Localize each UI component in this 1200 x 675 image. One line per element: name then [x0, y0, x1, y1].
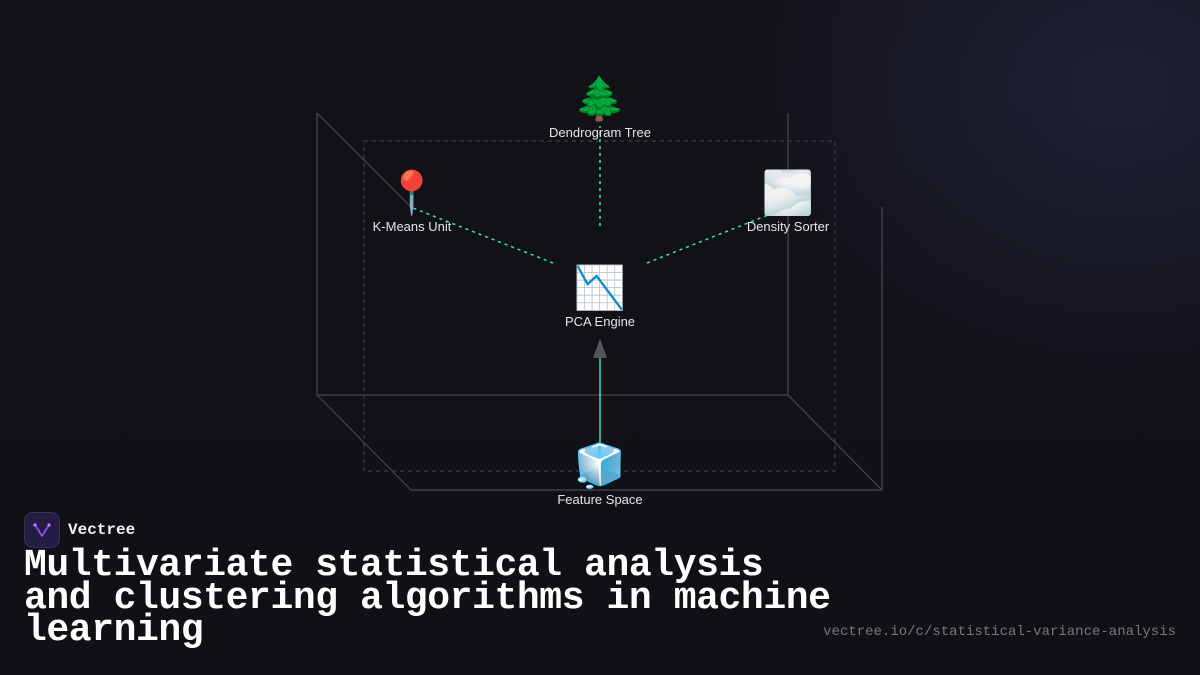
box-edge	[316, 394, 412, 491]
chart-decreasing-icon: 📉	[573, 264, 627, 311]
node-pca-engine[interactable]: 📉 PCA Engine	[510, 264, 690, 329]
vectree-logo-icon	[24, 512, 60, 548]
node-label: Dendrogram Tree	[549, 125, 651, 140]
arrowhead	[593, 339, 607, 358]
edge-pca-to-density	[646, 214, 769, 264]
ice-cube-icon: 🧊	[573, 442, 627, 489]
node-label: PCA Engine	[564, 314, 636, 329]
round-pushpin-icon: 📍	[385, 169, 439, 216]
node-dendrogram-tree[interactable]: 🌲 Dendrogram Tree	[510, 75, 690, 140]
wireframe-box	[316, 112, 883, 491]
page-title: Multivariate statistical analysis and cl…	[24, 544, 831, 652]
node-label: Density Sorter	[746, 219, 830, 234]
node-label: K-Means Unit	[372, 219, 452, 234]
node-label: Feature Space	[557, 492, 643, 507]
cloud-icon: 🌫️	[761, 169, 815, 216]
node-density-sorter[interactable]: 🌫️ Density Sorter	[698, 169, 878, 234]
edges	[412, 126, 769, 443]
brand[interactable]: Vectree	[24, 512, 135, 548]
node-kmeans-unit[interactable]: 📍 K-Means Unit	[322, 169, 502, 234]
brand-name: Vectree	[68, 521, 136, 539]
node-feature-space[interactable]: 🧊 Feature Space	[510, 442, 690, 507]
evergreen-tree-icon: 🌲	[573, 75, 627, 122]
source-url[interactable]: vectree.io/c/statistical-variance-analys…	[823, 624, 1176, 640]
box-edge	[316, 112, 412, 208]
box-edge	[787, 394, 883, 491]
